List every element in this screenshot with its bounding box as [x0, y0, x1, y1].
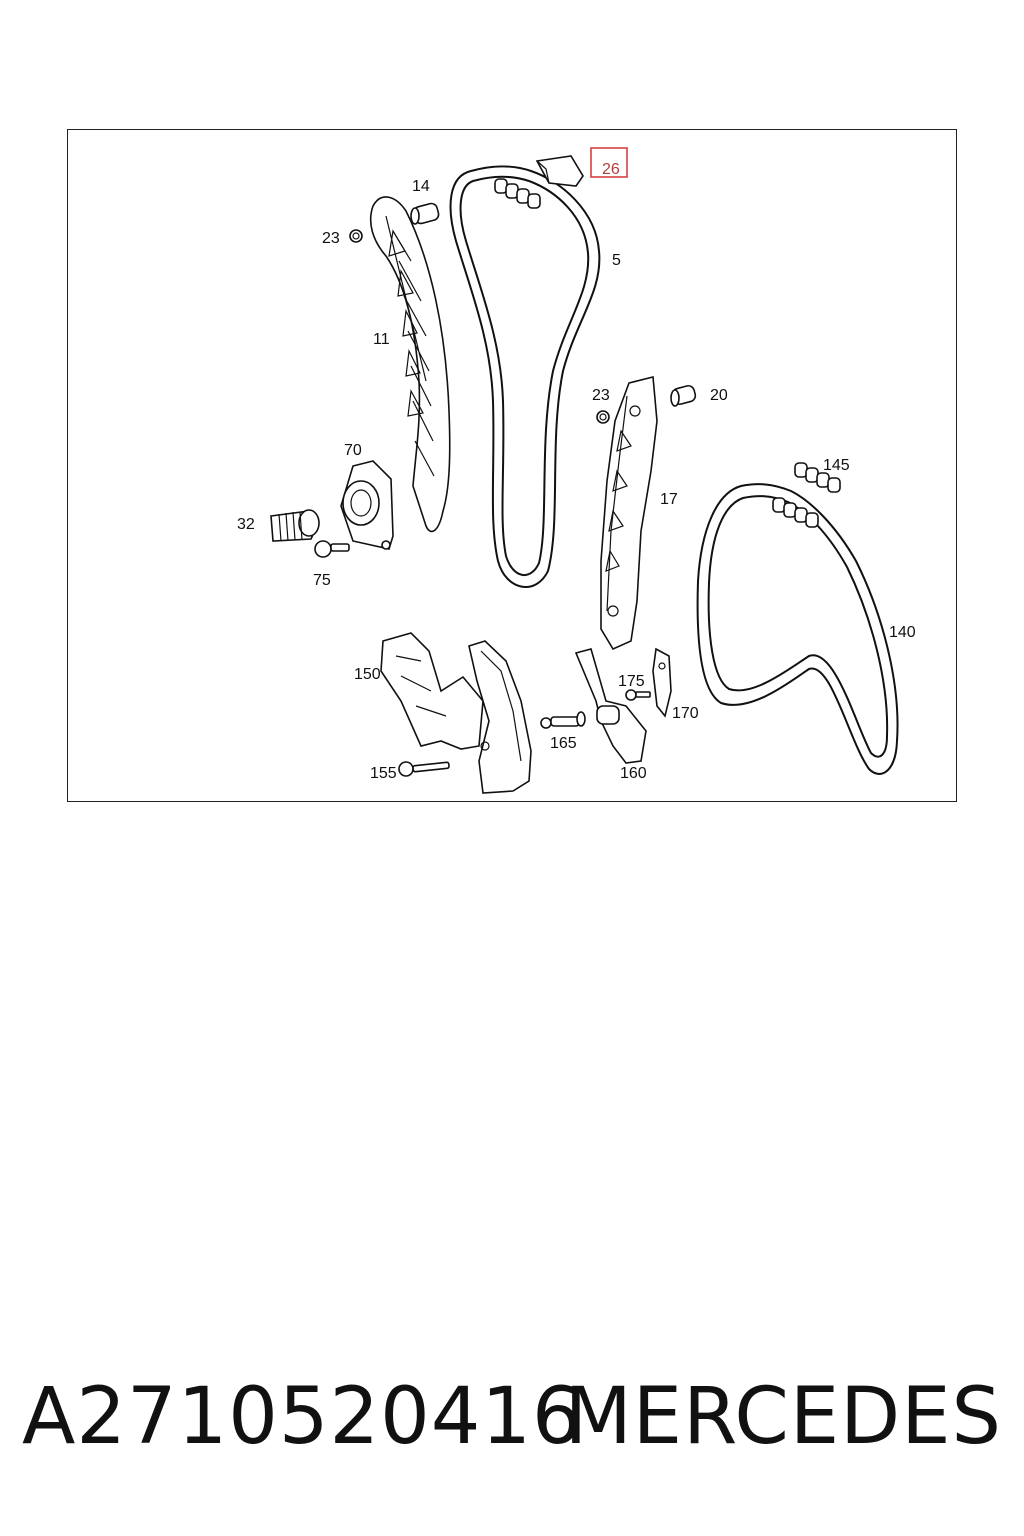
parts-diagram-frame: 26 14 23 5 11 23 20 70 145 17 32 75 140 …: [67, 129, 957, 802]
part-number: A2710520416: [22, 1372, 583, 1462]
callout-5[interactable]: 5: [612, 252, 621, 269]
footer: A2710520416 MERCEDES: [0, 1372, 1024, 1472]
part-23-bushing-upper: [349, 229, 363, 243]
part-145-chain-links: [794, 462, 841, 493]
part-170-bracket: [652, 647, 672, 718]
callout-170[interactable]: 170: [672, 705, 699, 722]
timing-chain-upper: [449, 165, 601, 588]
highlight-box-26: [590, 147, 628, 178]
part-32-plunger: [270, 509, 320, 542]
timing-chain-lower: [696, 483, 899, 775]
callout-155[interactable]: 155: [370, 765, 397, 782]
part-175-bolt: [625, 689, 651, 701]
callout-23-lower[interactable]: 23: [592, 387, 610, 404]
callout-26[interactable]: 26: [602, 161, 620, 178]
part-160-tensioner: [574, 648, 647, 764]
callout-32[interactable]: 32: [237, 516, 255, 533]
part-75-bolt: [314, 540, 350, 558]
callout-20[interactable]: 20: [710, 387, 728, 404]
callout-70[interactable]: 70: [344, 442, 362, 459]
part-150-tensioner-assembly: [380, 632, 532, 794]
callout-175[interactable]: 175: [618, 673, 645, 690]
brand-name: MERCEDES: [564, 1372, 1002, 1462]
part-23-bushing-lower: [596, 410, 610, 424]
part-70-tensioner-housing: [340, 460, 394, 550]
part-17-guide-rail: [600, 375, 658, 651]
part-155-bolt: [398, 761, 450, 777]
callout-145[interactable]: 145: [823, 457, 850, 474]
callout-17[interactable]: 17: [660, 491, 678, 508]
callout-14[interactable]: 14: [412, 178, 430, 195]
part-11-tensioning-rail: [369, 196, 451, 533]
chain-links-upper: [494, 178, 541, 209]
part-165-pin: [540, 711, 586, 729]
callout-140[interactable]: 140: [889, 624, 916, 641]
callout-75[interactable]: 75: [313, 572, 331, 589]
callout-11[interactable]: 11: [373, 331, 390, 348]
callout-165[interactable]: 165: [550, 735, 577, 752]
part-20-pin: [670, 384, 697, 407]
timing-chain-exploded-diagram: 26 14 23 5 11 23 20 70 145 17 32 75 140 …: [237, 147, 916, 794]
part-14-pin: [410, 202, 440, 225]
callout-160[interactable]: 160: [620, 765, 647, 782]
callout-23-upper[interactable]: 23: [322, 230, 340, 247]
callout-150[interactable]: 150: [354, 666, 381, 683]
part-26-clip: [535, 155, 584, 187]
